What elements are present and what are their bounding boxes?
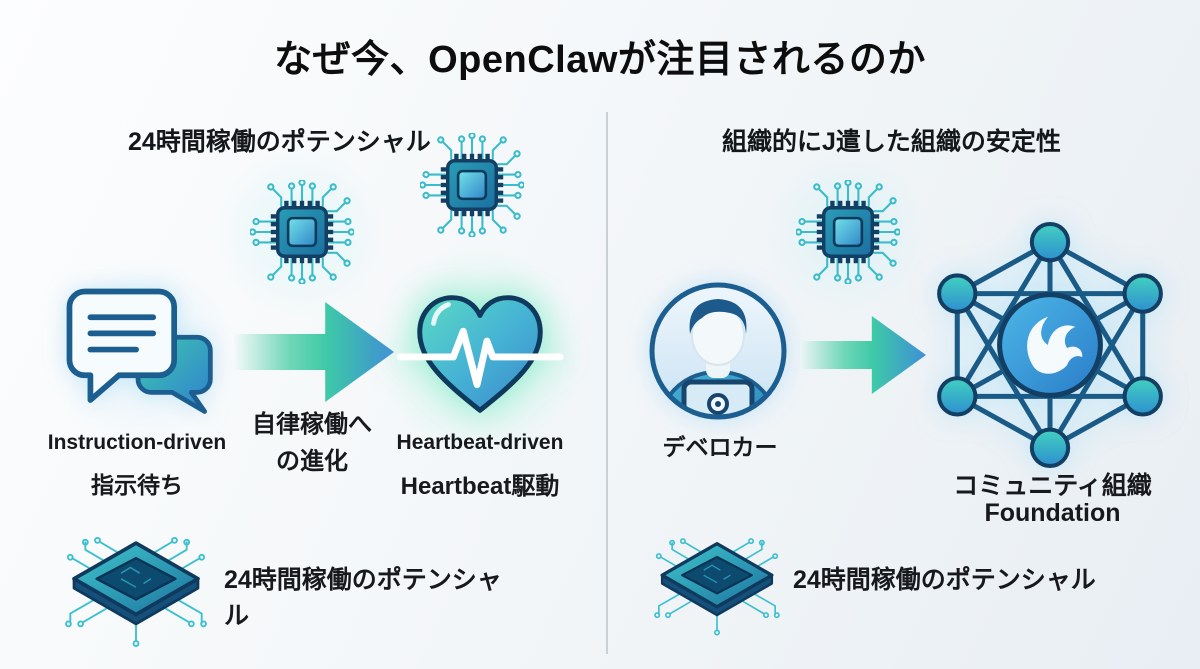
evolution-caption-line1: 自律稼働へ (252, 411, 372, 438)
developer-avatar-icon (649, 282, 787, 420)
circuit-chip-icon (796, 180, 900, 284)
circuit-chip-icon (420, 133, 524, 237)
circuit-chip-icon (250, 180, 354, 284)
developer-label: デベロカー (662, 434, 778, 460)
right-panel-heading: 組織的にJ遣した組織の安定性 (722, 128, 1061, 156)
claw-logo-icon (1027, 316, 1083, 374)
community-network-icon (937, 222, 1163, 468)
foundation-label: Foundation (984, 499, 1121, 527)
panel-divider (606, 112, 608, 654)
hair (689, 299, 747, 334)
heartbeat-drive-label: Heartbeat駆動 (400, 473, 560, 500)
isometric-chip-icon (64, 536, 208, 648)
isometric-chip-icon (653, 537, 781, 637)
left-panel-heading: 24時間稼働のポテンシャル (128, 128, 431, 156)
page-title: なぜ今、OpenClawが注目されるのか (274, 39, 926, 81)
heart-highlight (431, 302, 451, 326)
waiting-for-orders-label: 指示待ち (91, 472, 183, 498)
community-org-label: コミュニティ組織 (953, 472, 1152, 500)
instruction-driven-label: Instruction-driven (47, 431, 227, 454)
ekg-line (396, 327, 564, 389)
front-bubble (66, 288, 178, 403)
heartbeat-driven-label: Heartbeat-driven (396, 431, 564, 454)
flow-arrow-icon (234, 302, 394, 402)
heartbeat-heart-icon (396, 295, 564, 413)
chat-bubbles-icon (66, 288, 213, 414)
left-footer-caption: 24時間稼働のポテンシャル (224, 566, 502, 630)
right-footer-caption: 24時間稼働のポテンシャル (793, 566, 1096, 594)
flow-arrow-icon (800, 316, 926, 394)
network-nodes (937, 222, 1163, 468)
evolution-caption-line2: の進化 (276, 448, 348, 475)
